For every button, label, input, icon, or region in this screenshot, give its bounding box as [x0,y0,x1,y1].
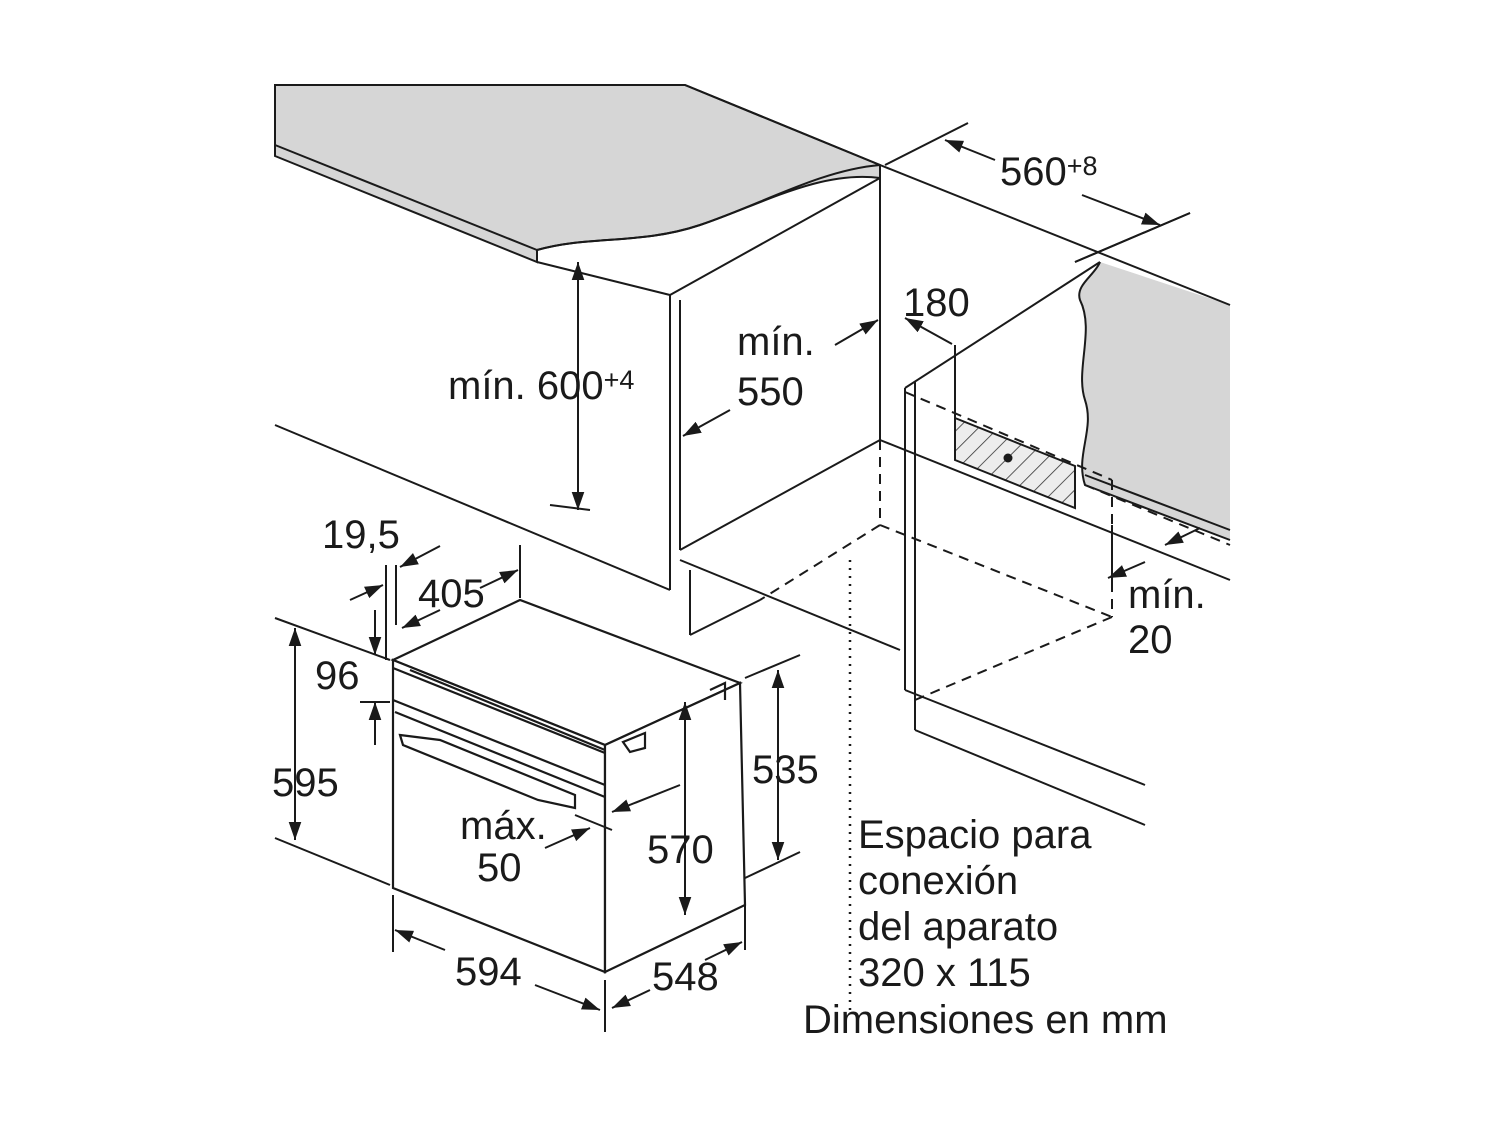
units-caption: Dimensiones en mm [803,998,1168,1042]
cabinet-width-tolerance: +8 [1066,151,1098,181]
inner-height-label: 570 [647,828,714,872]
hidden-lines [759,391,1231,701]
max-value: 50 [477,846,522,890]
min-height-value: mín. 600 [448,364,604,408]
connection-offset-label: 180 [903,281,970,325]
cabinet-width-value: 560 [1000,150,1067,194]
min-height-label: mín. 600+4 [448,364,634,408]
connection-note: Espacio para conexión del aparato 320 x … [858,812,1091,996]
right-countertop [1078,261,1231,541]
max-word: máx. [460,804,547,848]
body-height-label: 535 [752,748,819,792]
min-gap-word: mín. [1128,573,1206,617]
oven-height-label: 595 [272,761,339,805]
cabinet-width-label: 560+8 [1000,150,1098,194]
left-countertop [274,84,881,264]
connection-area [954,345,1076,510]
dimension-lines [274,122,1201,1032]
front-panel-label: 19,5 [322,513,400,557]
min-gap-value: 20 [1128,618,1173,662]
min-depth-value: 550 [737,370,804,414]
note-line-2: conexión [858,859,1019,903]
note-line-3: del aparato [858,905,1059,949]
oven-width-label: 594 [455,950,522,994]
note-line-4: 320 x 115 [858,951,1031,995]
control-panel-label: 96 [315,654,360,698]
note-line-1: Espacio para [858,813,1092,857]
cabinet-lines [274,84,1231,826]
oven [390,598,747,974]
oven-depth-label: 548 [652,955,719,999]
min-height-tolerance: +4 [603,365,635,395]
min-depth-word: mín. [737,320,815,364]
top-depth-label: 405 [418,572,485,616]
